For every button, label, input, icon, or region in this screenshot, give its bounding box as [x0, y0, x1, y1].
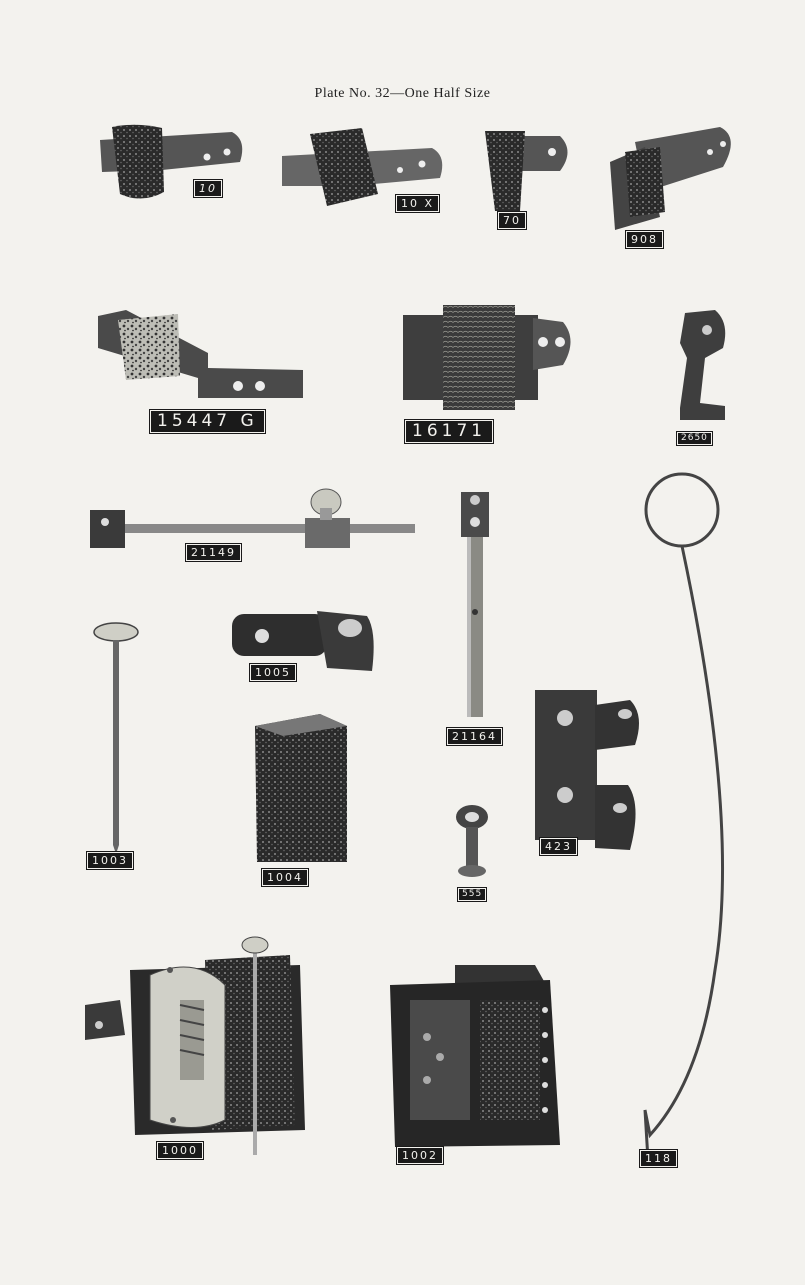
- part-908-label: 908: [626, 231, 663, 248]
- part-2650-image: [675, 308, 735, 426]
- part-908-image: [605, 122, 740, 232]
- part-118-label: 118: [640, 1150, 677, 1167]
- part-15447g-label: 15447 G: [150, 410, 265, 433]
- part-1002-label: 1002: [397, 1147, 443, 1164]
- part-1004-label: 1004: [262, 869, 308, 886]
- part-16171-label: 16171: [405, 420, 493, 443]
- part-1002-image: [385, 965, 565, 1150]
- part-10x-label: 10 X: [396, 195, 439, 212]
- part-555-image: [450, 803, 495, 883]
- part-1000-image: [85, 935, 315, 1160]
- part-118-image: [630, 470, 730, 1160]
- part-70-image: [480, 126, 575, 214]
- part-1005-label: 1005: [250, 664, 296, 681]
- part-21149-label: 21149: [186, 544, 241, 561]
- part-21164-label: 21164: [447, 728, 502, 745]
- part-70-label: 70: [498, 212, 526, 229]
- part-423-image: [530, 690, 645, 855]
- plate-title: Plate No. 32—One Half Size: [0, 86, 805, 102]
- part-555-label: 555: [458, 888, 486, 901]
- part-2650-label: 2650: [677, 432, 712, 445]
- part-1004-image: [255, 714, 350, 864]
- part-1003-image: [92, 622, 140, 854]
- part-21164-image: [455, 492, 495, 722]
- part-423-label: 423: [540, 838, 577, 855]
- part-10-image: [92, 122, 247, 207]
- part-16171-image: [403, 300, 578, 415]
- part-1000-label: 1000: [157, 1142, 203, 1159]
- part-10-label: 10: [194, 180, 222, 197]
- part-15447g-image: [98, 308, 308, 403]
- part-1003-label: 1003: [87, 852, 133, 869]
- part-21149-image: [90, 488, 415, 553]
